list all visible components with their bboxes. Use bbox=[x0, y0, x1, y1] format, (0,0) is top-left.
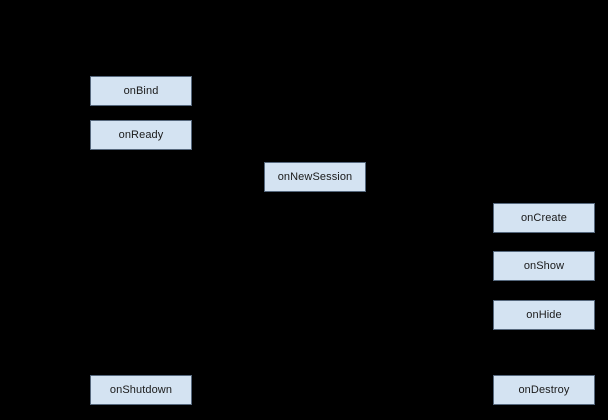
node-on-new-session[interactable]: onNewSession bbox=[264, 162, 366, 192]
node-label-on-ready: onReady bbox=[118, 128, 164, 141]
node-on-bind[interactable]: onBind bbox=[90, 76, 192, 106]
node-label-on-new-session: onNewSession bbox=[277, 170, 353, 183]
node-on-hide[interactable]: onHide bbox=[493, 300, 595, 330]
node-on-show[interactable]: onShow bbox=[493, 251, 595, 281]
node-on-shutdown[interactable]: onShutdown bbox=[90, 375, 192, 405]
node-on-destroy[interactable]: onDestroy bbox=[493, 375, 595, 405]
connector-session-to-create bbox=[314, 192, 547, 201]
connector-ready-to-new-session bbox=[140, 150, 318, 160]
node-label-on-show: onShow bbox=[523, 259, 565, 272]
node-label-on-destroy: onDestroy bbox=[518, 383, 570, 396]
node-label-on-shutdown: onShutdown bbox=[109, 383, 173, 396]
node-label-on-create: onCreate bbox=[520, 211, 568, 224]
node-label-on-bind: onBind bbox=[123, 84, 159, 97]
node-label-on-hide: onHide bbox=[526, 308, 562, 321]
node-on-ready[interactable]: onReady bbox=[90, 120, 192, 150]
node-on-create[interactable]: onCreate bbox=[493, 203, 595, 233]
